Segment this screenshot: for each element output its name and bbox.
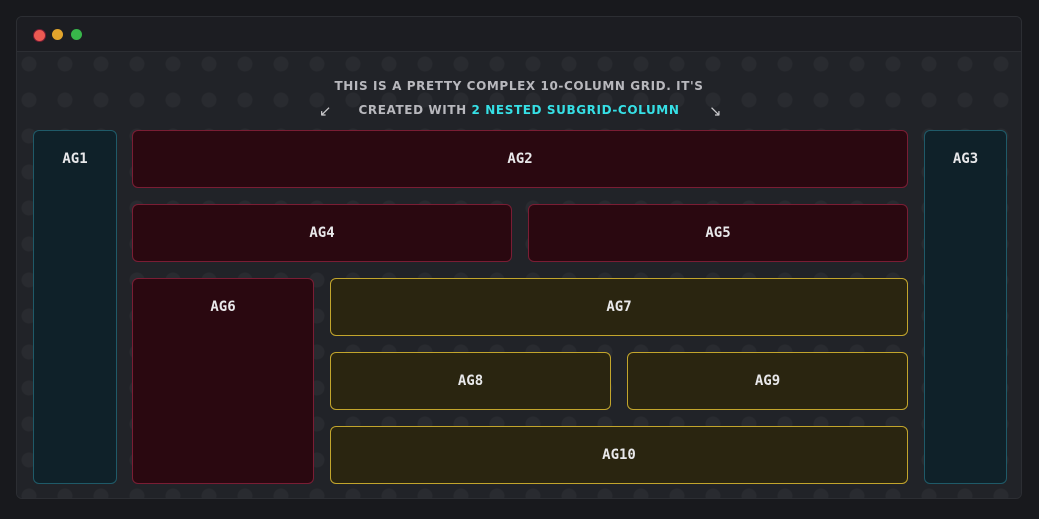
app-window: This is a pretty complex 10-column grid.…: [16, 16, 1022, 499]
close-window-button[interactable]: [33, 29, 46, 42]
grid-area-label: AG10: [602, 447, 636, 463]
minimize-window-button[interactable]: [52, 29, 63, 40]
arrow-down-right-icon: ↘: [709, 102, 722, 120]
caption-highlight: 2 nested subgrid-column: [471, 103, 680, 117]
grid-demo-area: This is a pretty complex 10-column grid.…: [17, 52, 1021, 498]
grid-area-label: AG2: [507, 151, 533, 167]
arrow-down-left-icon: ↙: [319, 102, 332, 120]
maximize-window-button[interactable]: [71, 29, 82, 40]
grid-area-ag7: AG7: [330, 278, 908, 336]
grid-area-label: AG9: [754, 373, 781, 389]
grid-caption: This is a pretty complex 10-column grid.…: [17, 74, 1021, 122]
grid-area-label: AG5: [705, 225, 731, 241]
caption-line-2: created with 2 nested subgrid-column: [17, 98, 1021, 122]
grid-area-label: AG8: [457, 373, 484, 389]
grid-area-ag9: AG9: [627, 352, 908, 410]
grid-area-ag5: AG5: [528, 204, 908, 262]
caption-line-2-prefix: created with: [358, 103, 467, 117]
grid-area-label: AG4: [309, 225, 335, 241]
grid-area-label: AG7: [606, 299, 632, 315]
grid-area-ag2: AG2: [132, 130, 908, 188]
grid-area-ag8: AG8: [330, 352, 611, 410]
grid-area-label: AG6: [210, 299, 236, 315]
grid-area-ag4: AG4: [132, 204, 512, 262]
caption-line-1: This is a pretty complex 10-column grid.…: [334, 79, 704, 93]
grid-area-label: AG1: [62, 151, 88, 167]
grid-area-ag1: AG1: [33, 130, 117, 484]
grid-area-ag10: AG10: [330, 426, 908, 484]
window-titlebar: [17, 17, 1021, 52]
grid-area-ag6: AG6: [132, 278, 314, 484]
grid-area-ag3: AG3: [924, 130, 1007, 484]
grid-area-label: AG3: [952, 151, 979, 167]
